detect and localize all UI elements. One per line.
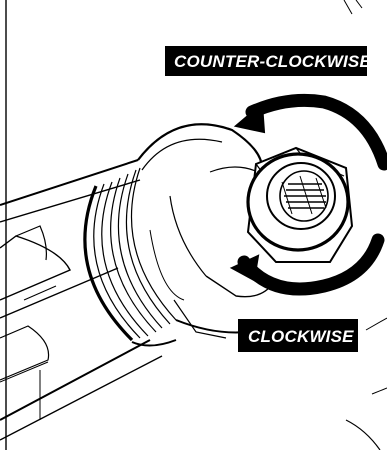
counter-clockwise-label: COUNTER-CLOCKWISE bbox=[165, 46, 371, 76]
adjuster bbox=[248, 154, 348, 250]
counter-clockwise-label-text: COUNTER-CLOCKWISE bbox=[174, 52, 371, 71]
clockwise-label: CLOCKWISE bbox=[238, 319, 358, 352]
clockwise-label-text: CLOCKWISE bbox=[248, 327, 354, 346]
